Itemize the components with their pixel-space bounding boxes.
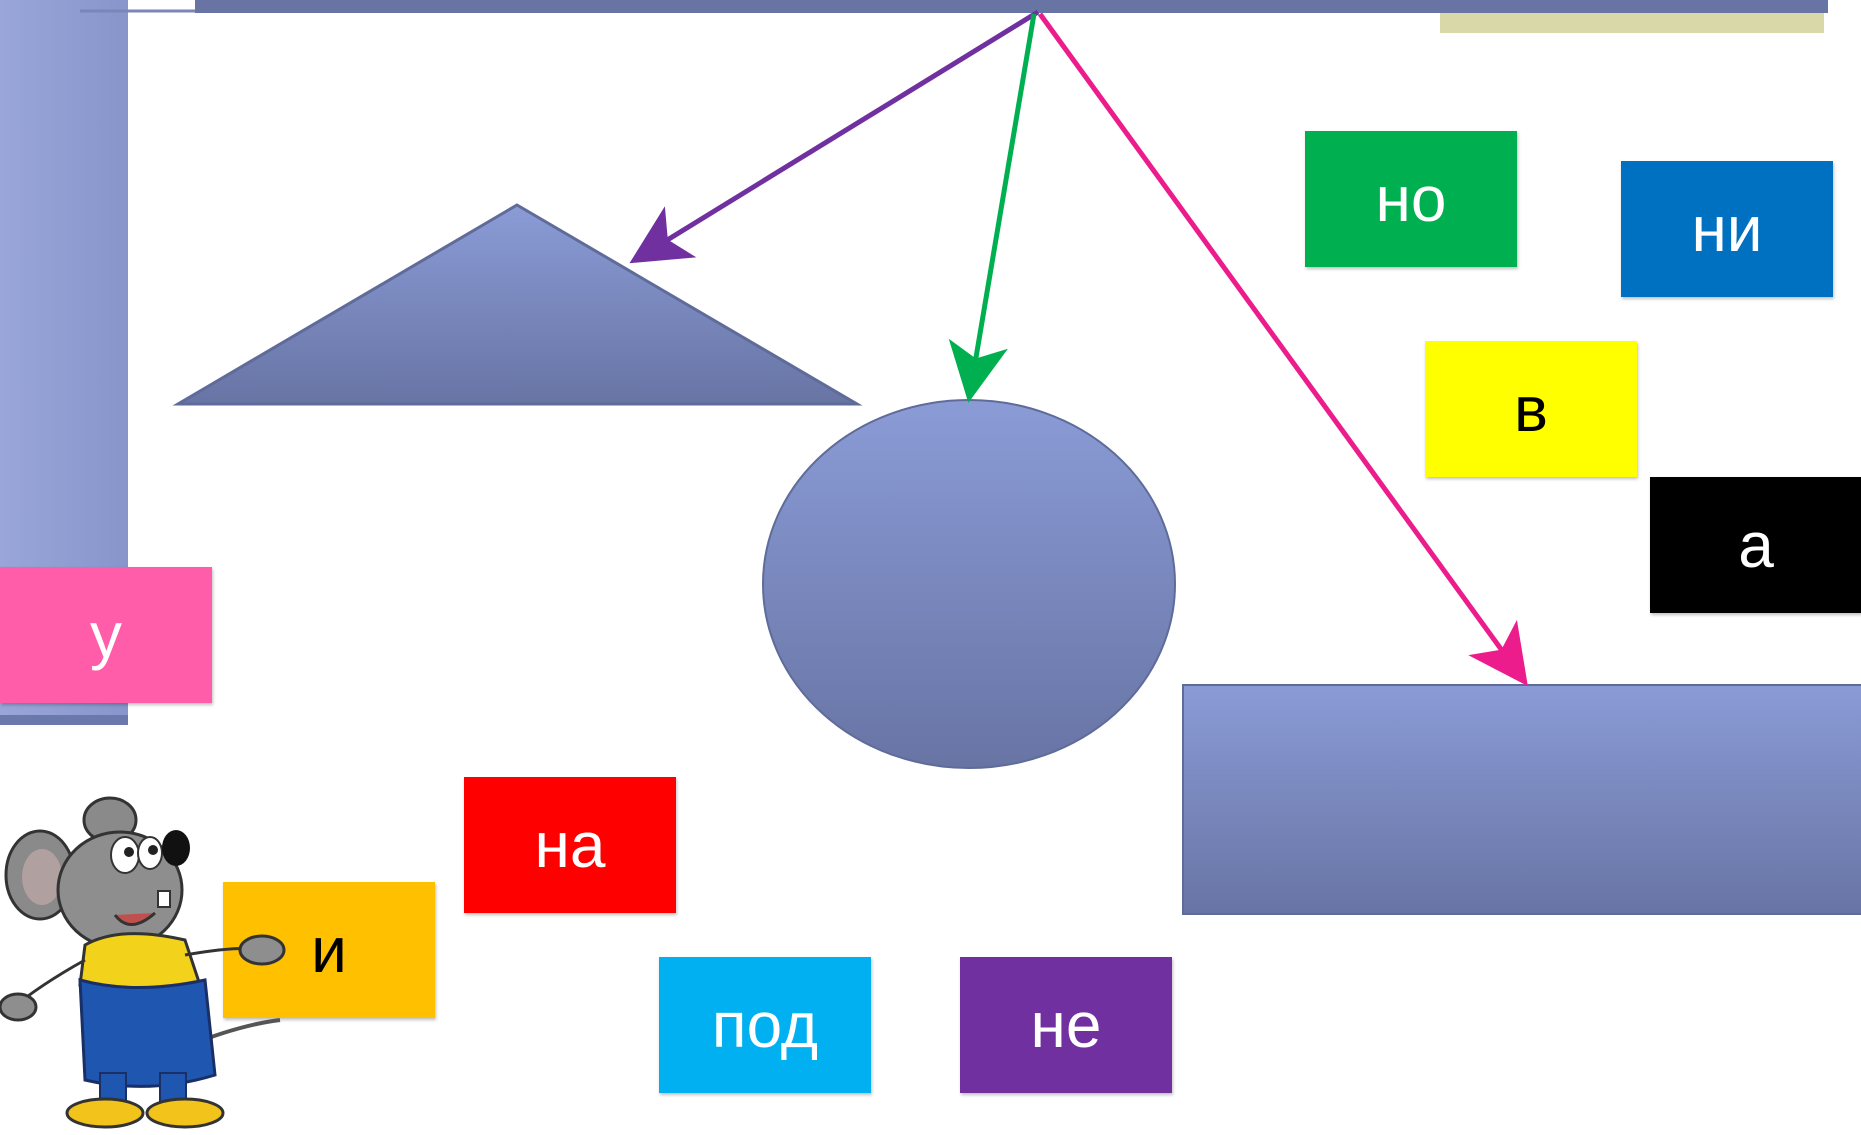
top-right-tan-bar: [1440, 13, 1824, 33]
circle-shape[interactable]: [762, 399, 1176, 769]
word-tile-no[interactable]: но: [1305, 131, 1517, 267]
cartoon-mouse-icon: [0, 796, 286, 1129]
rectangle-shape[interactable]: [1182, 684, 1861, 915]
word-tile-na[interactable]: на: [464, 777, 676, 913]
arrow-to-triangle: [629, 9, 1040, 264]
arrow-to-rectangle: [1037, 12, 1528, 687]
triangle-shape[interactable]: [172, 203, 863, 406]
word-tile-pod[interactable]: под: [659, 957, 871, 1093]
word-tile-ni[interactable]: ни: [1621, 161, 1833, 297]
word-tile-v[interactable]: в: [1425, 341, 1637, 477]
left-bar-shadow: [0, 715, 128, 725]
word-tile-ne[interactable]: не: [960, 957, 1172, 1093]
word-tile-u[interactable]: у: [0, 567, 212, 703]
arrow-to-circle: [948, 13, 1037, 403]
top-bar: [195, 0, 1828, 13]
word-tile-a[interactable]: а: [1650, 477, 1861, 613]
